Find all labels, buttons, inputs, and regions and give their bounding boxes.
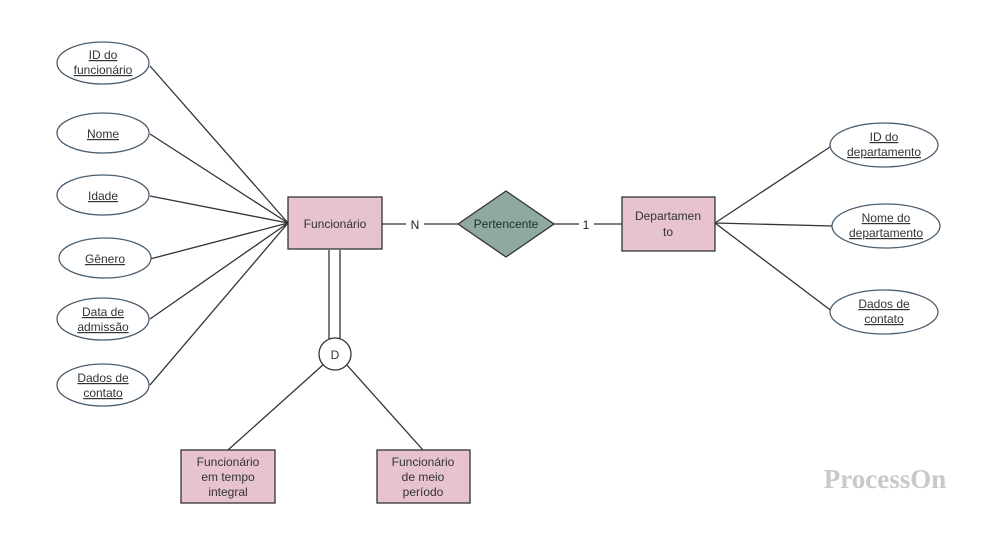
attribute-label: funcionário (74, 63, 133, 77)
connector-departamento-id (714, 144, 834, 224)
processon-watermark: ProcessOn (824, 464, 947, 494)
specialization-branch-integral (227, 363, 325, 451)
entity-departamento[interactable]: Departamen to (621, 196, 716, 252)
entity-label: Funcionário (392, 455, 455, 469)
entity-funcionario-tempo-integral[interactable]: Funcionário em tempo integral (180, 449, 276, 504)
connector-funcionario-nome (149, 133, 289, 224)
attribute-id-departamento[interactable]: ID do departamento (829, 122, 939, 168)
entity-label: to (663, 225, 673, 239)
attribute-label: departamento (847, 145, 921, 159)
attribute-label: ID do (870, 130, 899, 144)
attribute-nome[interactable]: Nome (56, 112, 150, 154)
attribute-label: admissão (77, 320, 129, 334)
attribute-label: Gênero (85, 252, 125, 266)
attribute-label: contato (83, 386, 123, 400)
connector-funcionario-contato (149, 222, 289, 386)
entity-funcionario-meio-periodo[interactable]: Funcionário de meio período (376, 449, 471, 504)
cardinality-1: 1 (583, 218, 590, 232)
connector-departamento-nome (714, 222, 834, 227)
attribute-label: Dados de (77, 371, 129, 385)
connector-departamento-contato (714, 222, 834, 313)
attribute-label: Data de (82, 305, 124, 319)
entity-label: em tempo (201, 470, 255, 484)
connector-funcionario-idade (149, 195, 289, 224)
cardinality-n: N (411, 218, 420, 232)
entity-label: de meio (402, 470, 445, 484)
attribute-label: Dados de (858, 297, 910, 311)
entity-label: Departamen (635, 209, 701, 223)
attribute-label: ID do (89, 48, 118, 62)
connector-funcionario-admissao (149, 222, 289, 320)
attribute-idade[interactable]: Idade (56, 174, 150, 216)
attribute-nome-departamento[interactable]: Nome do departamento (831, 203, 941, 249)
attribute-label: Nome (87, 127, 119, 141)
attribute-id-funcionario[interactable]: ID do funcionário (56, 41, 150, 85)
attribute-data-admissao[interactable]: Data de admissão (56, 297, 150, 341)
relationship-label: Pertencente (474, 217, 539, 231)
entity-label: Funcionário (304, 217, 367, 231)
connector-funcionario-genero (149, 222, 289, 260)
attribute-label: Idade (88, 189, 118, 203)
entity-label: período (403, 485, 444, 499)
specialization-branch-meio-periodo (345, 363, 424, 451)
entity-label: integral (208, 485, 247, 499)
entity-label: Funcionário (197, 455, 260, 469)
attribute-dados-contato-departamento[interactable]: Dados de contato (829, 289, 939, 335)
relationship-pertencente[interactable]: Pertencente (456, 190, 556, 258)
attribute-label: Nome do (862, 211, 911, 225)
attribute-dados-contato-funcionario[interactable]: Dados de contato (56, 363, 150, 407)
entity-funcionario[interactable]: Funcionário (287, 196, 383, 250)
disjoint-label: D (331, 348, 340, 362)
connector-funcionario-id (149, 65, 289, 224)
attribute-label: departamento (849, 226, 923, 240)
attribute-label: contato (864, 312, 904, 326)
disjoint-circle[interactable]: D (318, 337, 352, 371)
attribute-genero[interactable]: Gênero (58, 237, 152, 279)
